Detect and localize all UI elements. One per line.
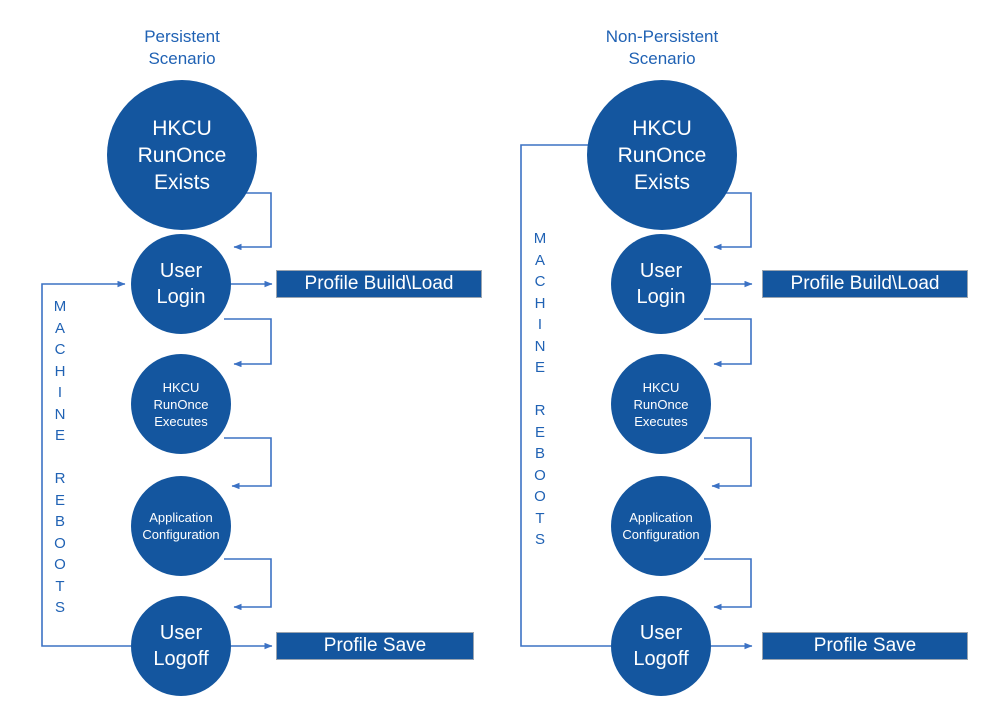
node-application-configuration-persistent[interactable]: Application Configuration bbox=[131, 476, 231, 576]
connector-login-to-executes-right bbox=[704, 318, 752, 368]
node-user-logoff-persistent[interactable]: User Logoff bbox=[131, 596, 231, 696]
connector-executes-to-appconfig-left bbox=[224, 437, 272, 490]
reboot-loop-label-non-persistent: M A C H I N E R E B O O T S bbox=[533, 230, 547, 548]
node-profile-build-load-persistent[interactable]: Profile Build\Load bbox=[276, 270, 482, 298]
connector-executes-to-appconfig-right bbox=[704, 437, 752, 490]
node-user-logoff-non-persistent[interactable]: User Logoff bbox=[611, 596, 711, 696]
node-user-login-persistent[interactable]: User Login bbox=[131, 234, 231, 334]
node-profile-save-persistent[interactable]: Profile Save bbox=[276, 632, 474, 660]
scenario-title-persistent: Persistent Scenario bbox=[144, 27, 220, 68]
connector-appconfig-to-logoff-right bbox=[704, 558, 752, 611]
node-application-configuration-non-persistent[interactable]: Application Configuration bbox=[611, 476, 711, 576]
reboot-loop-label-persistent: M A C H I N E R E B O O T S bbox=[53, 298, 67, 616]
node-profile-save-non-persistent[interactable]: Profile Save bbox=[762, 632, 968, 660]
node-hkcu-runonce-executes-non-persistent[interactable]: HKCU RunOnce Executes bbox=[611, 354, 711, 454]
scenario-title-non-persistent: Non-Persistent Scenario bbox=[605, 27, 719, 68]
connector-login-to-executes-left bbox=[224, 318, 272, 368]
node-hkcu-runonce-exists-persistent[interactable]: HKCU RunOnce Exists bbox=[107, 80, 257, 230]
node-user-login-non-persistent[interactable]: User Login bbox=[611, 234, 711, 334]
connector-appconfig-to-logoff-left bbox=[224, 558, 272, 611]
node-profile-build-load-non-persistent[interactable]: Profile Build\Load bbox=[762, 270, 968, 298]
node-hkcu-runonce-exists-non-persistent[interactable]: HKCU RunOnce Exists bbox=[587, 80, 737, 230]
node-hkcu-runonce-executes-persistent[interactable]: HKCU RunOnce Executes bbox=[131, 354, 231, 454]
